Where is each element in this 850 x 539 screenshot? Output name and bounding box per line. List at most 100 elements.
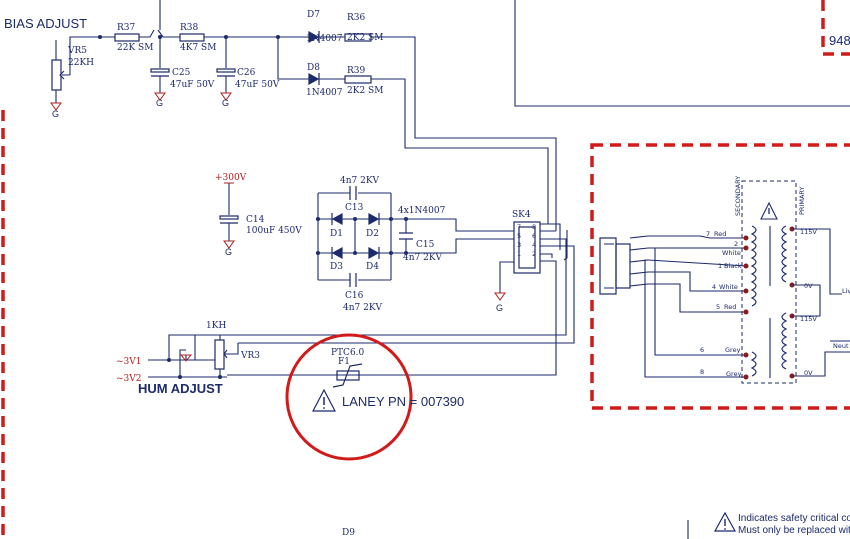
warning-icon [713,511,737,532]
ground-symbol: G [494,292,506,313]
svg-text:G: G [496,303,503,313]
warning-icon [760,201,778,220]
warning-icon [312,388,336,412]
secondary-label: SECONDARY [734,176,742,216]
tap-num: 8 [700,368,704,376]
junction [316,217,320,221]
r36-value: 2K2 SM [347,33,383,43]
junction [316,251,320,255]
safety-note-line1: Indicates safety critical co [738,513,850,524]
r39-resistor [344,75,372,84]
tap-num: 1 [718,262,722,270]
secondary-coil-upper [750,225,757,307]
d3-ref: D3 [330,262,343,272]
svg-text:G: G [225,247,232,257]
wire [277,37,309,80]
c26-ref: C26 [237,68,256,78]
svg-text:3: 3 [517,241,521,249]
tap-color: Red [724,303,736,311]
primary-wire [792,284,821,317]
d3-diode [331,246,343,260]
tap-num: 7 [706,230,710,238]
svg-text:1: 1 [517,250,521,258]
d8-diode [308,72,320,86]
vr5-value: 22KH [68,58,94,68]
primary-tap: 0V [804,369,813,377]
wire [391,218,514,232]
d8-ref: D8 [307,63,320,73]
v300-label: +300V [215,173,247,183]
frame-line [514,0,850,107]
svg-text:8: 8 [532,223,536,231]
c13-capacitor [349,186,357,200]
r39-ref: R39 [347,66,366,76]
r37-ref: R37 [117,23,136,33]
bias-adjust-label: BIAS ADJUST [4,16,87,31]
v31-label: ~3V1 [116,357,142,367]
c25-value: 47uF 50V [170,80,215,90]
loop-wire [563,230,568,261]
d2-ref: D2 [366,229,379,239]
tap-num: 5 [716,303,720,311]
top-right-safety-border [821,0,850,56]
c15-ref: C15 [416,240,435,250]
c14-capacitor [219,215,239,220]
r38-value: 4K7 SM [180,43,216,53]
tap-wire [648,283,746,313]
ground-symbol: G [223,240,235,257]
live-label: Liv [842,287,850,295]
d7-diode [308,30,320,44]
d1-ref: D1 [330,229,343,239]
sk4-body [518,226,536,269]
vr5-wiper [59,70,70,80]
primary-wire [792,340,850,377]
wire [194,223,575,360]
d4-diode [368,246,380,260]
vr3-potentiometer[interactable] [214,339,225,370]
transformer-outline [741,180,797,384]
tap-num: 6 [700,346,704,354]
d1-diode [331,212,343,226]
ground-symbol: G [50,102,62,119]
wire [148,334,195,361]
tap-color: White [719,283,738,291]
rectifier-label: 4x1N4007 [398,206,446,216]
vr3-wiper [219,335,239,377]
tap-wire [648,247,746,356]
transformer-safety-border [590,143,850,410]
mains-connector [599,235,649,295]
r38-ref: R38 [180,23,199,33]
hum-adjust-label: HUM ADJUST [138,381,223,396]
junction [98,35,102,39]
svg-text:2: 2 [532,250,536,258]
primary-label: PRIMARY [798,186,806,215]
tap-color: Black [724,262,742,270]
tap-num: 2 [734,240,738,248]
sk4-connector[interactable] [513,221,541,274]
v32-label: ~3V2 [116,374,142,384]
tap-node [743,374,749,380]
svg-text:4: 4 [532,241,536,249]
tap-wire [648,271,746,292]
d2-diode [368,212,380,226]
tap-color: White [722,249,741,257]
wire [391,238,514,254]
secondary-coil-lower [750,351,757,377]
ref-948: 948 [829,33,850,48]
d7-ref: D7 [307,10,320,20]
c14-value: 100uF 450V [246,226,302,236]
c13-value: 4n7 2KV [340,176,380,186]
tap-node [743,235,749,241]
vr5-ref: VR5 [67,46,87,56]
wire [371,36,557,231]
c15-value: 4n7 2KV [403,253,443,263]
r37-value: 22K SM [117,43,153,53]
c26-capacitor [216,68,236,73]
c26-value: 47uF 50V [235,80,280,90]
wire [69,36,115,75]
wire [227,260,557,376]
vr3-value: 1KH [206,321,226,331]
safety-note-line2: Must only be replaced with [738,525,850,536]
c14-ref: C14 [246,215,265,225]
